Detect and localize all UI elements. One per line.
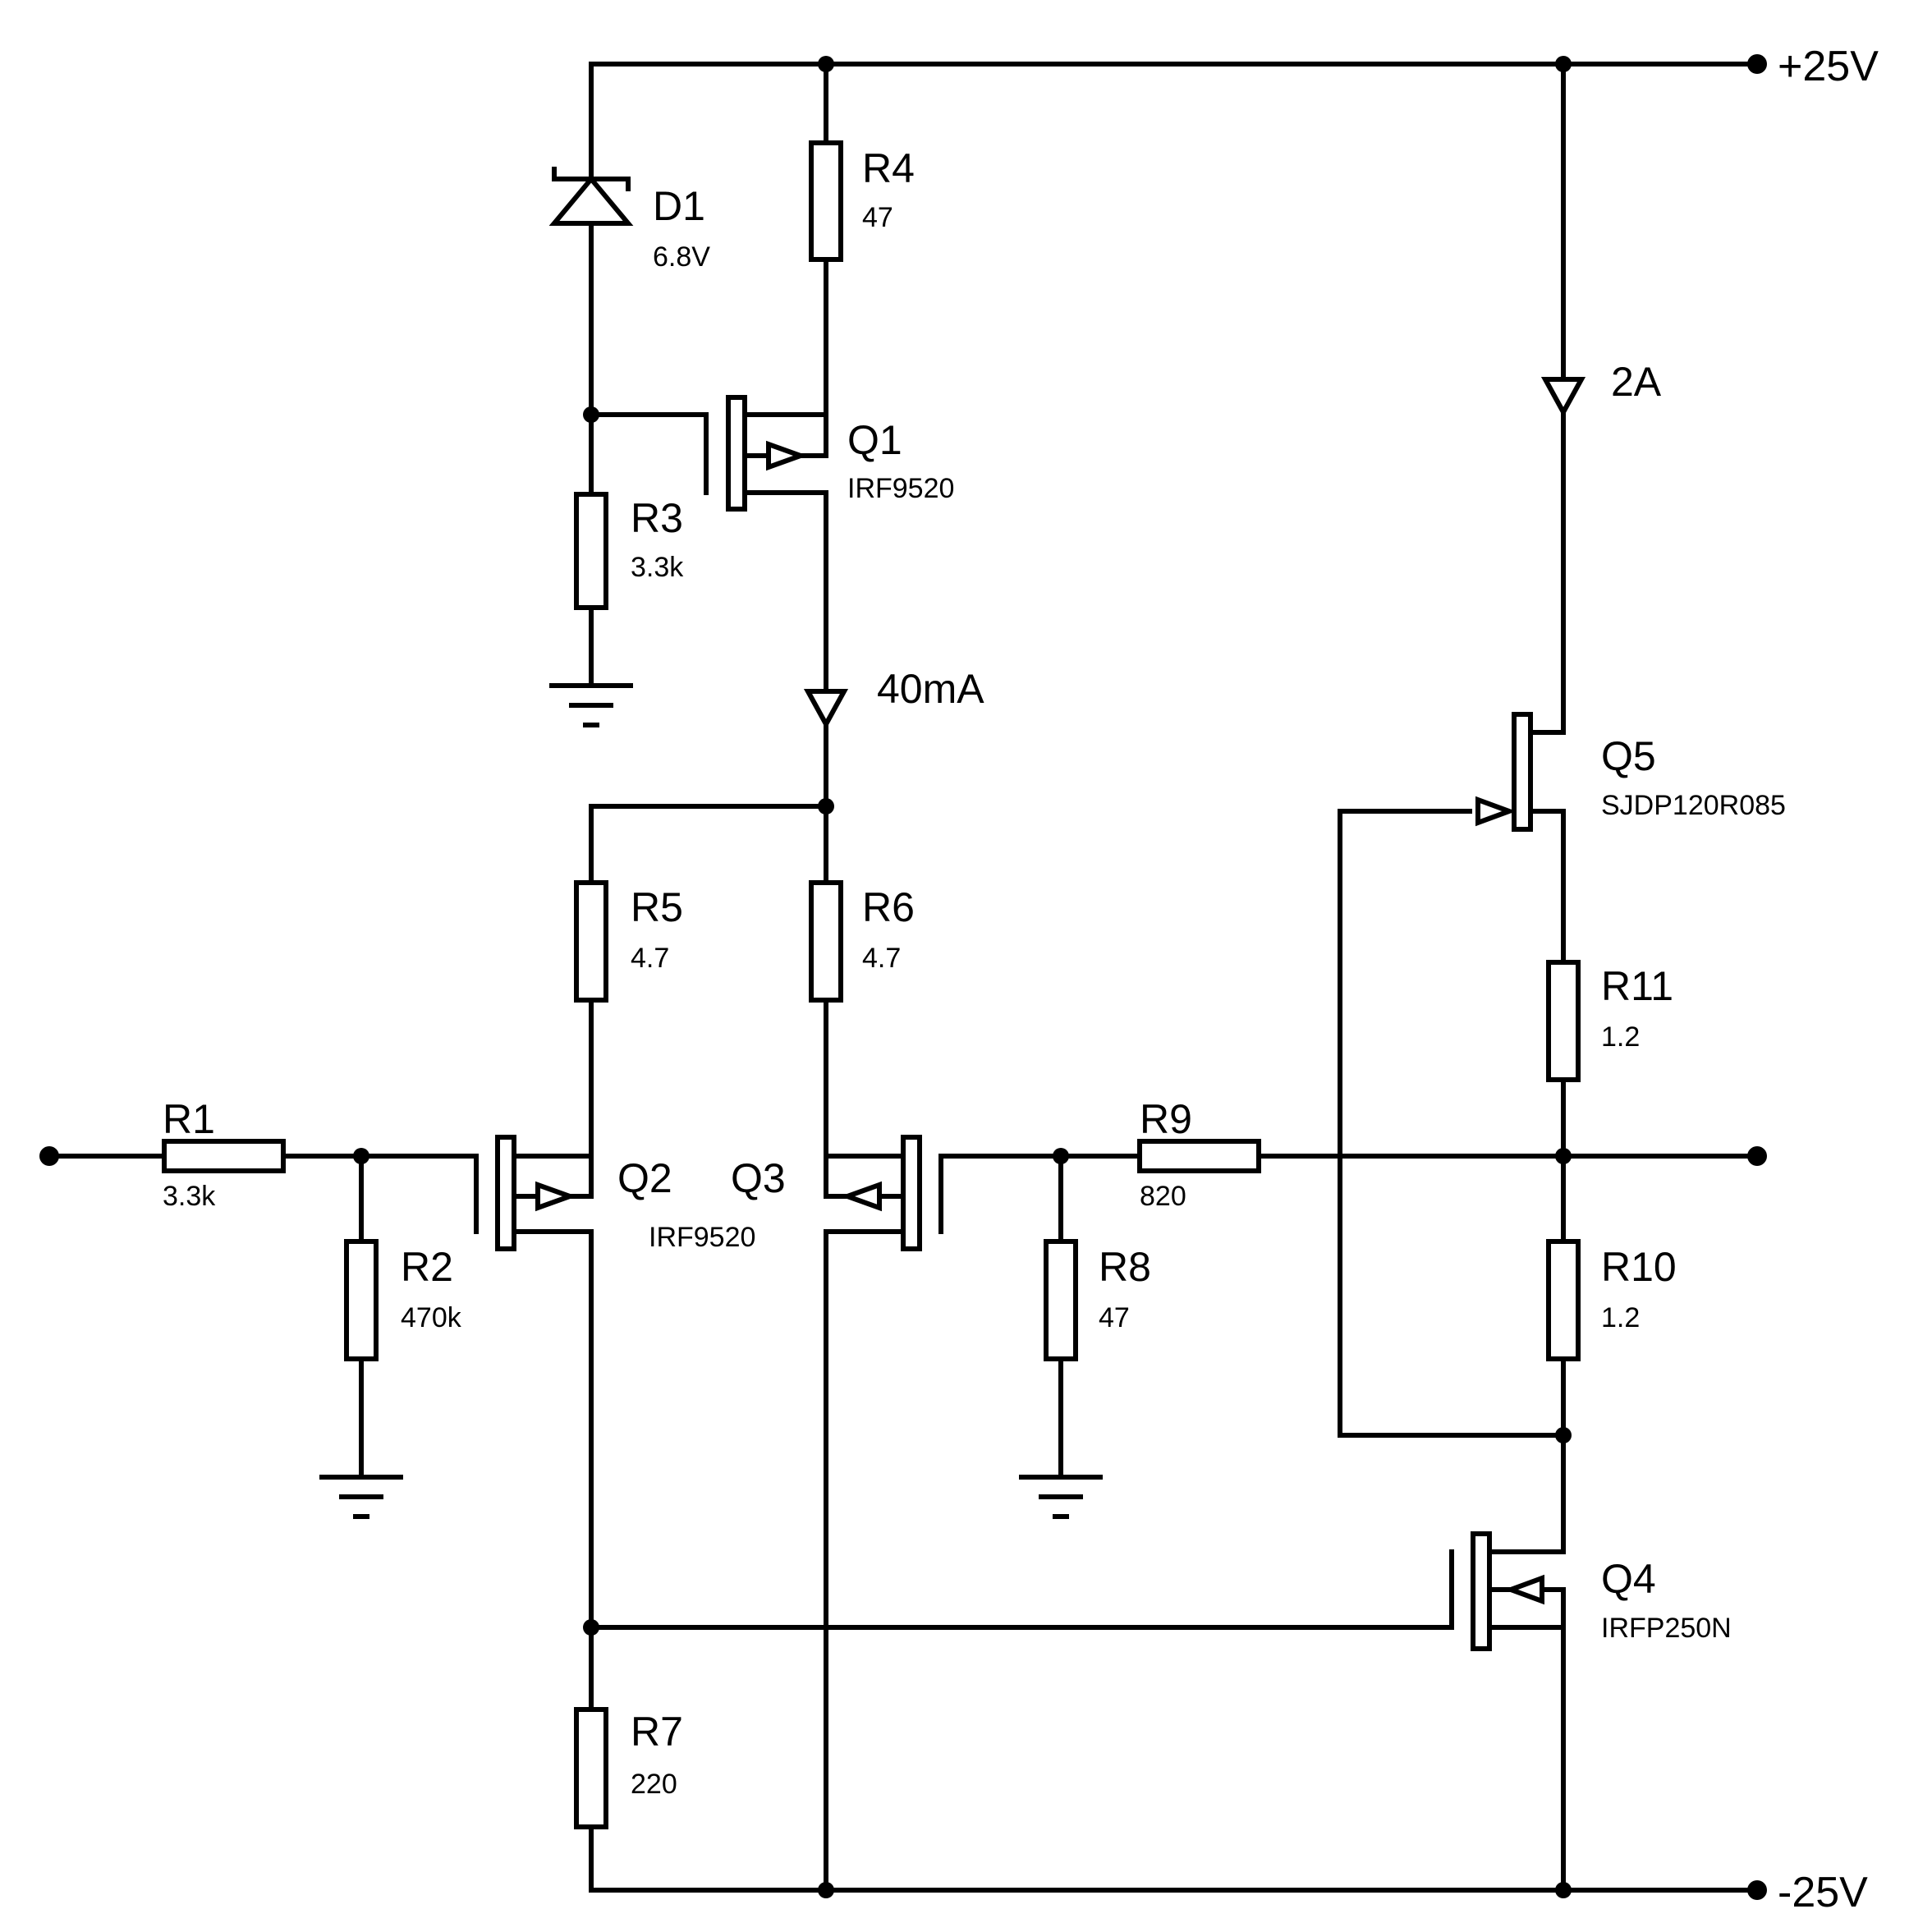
r4-value: 47: [862, 202, 893, 233]
q4-ref: Q4: [1601, 1556, 1656, 1602]
mosfet-q2: Q2: [474, 1135, 672, 1251]
resistor-r6: R6 4.7: [809, 804, 915, 1159]
resistor-r3: R3 3.3k: [574, 412, 684, 686]
r1-ref: R1: [163, 1096, 215, 1142]
q4-value: IRFP250N: [1601, 1613, 1732, 1644]
r3-ref: R3: [631, 495, 683, 541]
r6-ref: R6: [862, 884, 915, 930]
r6-value: 4.7: [862, 943, 901, 974]
r2-ref: R2: [401, 1244, 453, 1290]
d1-value: 6.8V: [653, 241, 710, 273]
resistor-r10: R10 1.2: [1546, 1154, 1677, 1554]
r9-value: 820: [1140, 1181, 1186, 1212]
resistor-r4: R4 47: [809, 62, 915, 417]
resistor-r2: R2 470k: [344, 1154, 462, 1477]
negative-rail-label: -25V: [1778, 1869, 1868, 1916]
q5-ref: Q5: [1601, 733, 1656, 779]
mosfet-q5: Q5 SJDP120R085: [1338, 712, 1786, 832]
positive-rail-terminal[interactable]: [1747, 54, 1767, 74]
r3-value: 3.3k: [631, 552, 684, 583]
resistor-r5: R5 4.7: [574, 804, 683, 1159]
zener-d1: D1 6.8V: [548, 62, 710, 417]
positive-rail-label: +25V: [1778, 43, 1879, 90]
negative-rail-terminal[interactable]: [1747, 1880, 1767, 1900]
r11-ref: R11: [1601, 963, 1673, 1009]
r2-value: 470k: [401, 1302, 462, 1333]
ground-symbol: [549, 683, 633, 727]
resistor-r1: R1 3.3k: [47, 1096, 479, 1212]
r10-ref: R10: [1601, 1244, 1677, 1290]
r9-ref: R9: [1140, 1096, 1192, 1142]
r10-value: 1.2: [1601, 1302, 1640, 1333]
q3-ref: Q3: [731, 1155, 786, 1201]
q1-ref: Q1: [847, 417, 902, 463]
r8-ref: R8: [1099, 1244, 1151, 1290]
r5-ref: R5: [631, 884, 683, 930]
r1-value: 3.3k: [163, 1181, 216, 1212]
ground-symbol: [1019, 1475, 1103, 1519]
current-arrow-40ma: 40mA: [803, 490, 984, 809]
q5-drain-current: 2A: [1611, 359, 1662, 405]
r4-ref: R4: [862, 145, 915, 191]
resistor-r7: R7 220: [574, 1707, 683, 1893]
q5-value: SJDP120R085: [1601, 790, 1786, 821]
q2-q3-part-value: IRF9520: [649, 1222, 755, 1253]
q2-ref: Q2: [617, 1155, 672, 1201]
junction-dot: [1555, 1427, 1572, 1443]
positive-rail: +25V: [589, 43, 1879, 90]
current-arrow-2a: 2A: [1540, 62, 1662, 735]
r8-value: 47: [1099, 1302, 1130, 1333]
q1-drain-current: 40mA: [877, 666, 984, 712]
resistor-r11: R11 1.2: [1546, 809, 1673, 1159]
r11-value: 1.2: [1601, 1021, 1640, 1053]
mosfet-q3: Q3: [731, 1135, 1063, 1251]
resistor-r9: R9 820: [1058, 1096, 1760, 1212]
output-terminal[interactable]: [1747, 1146, 1767, 1166]
negative-rail: -25V: [589, 1869, 1868, 1916]
d1-ref: D1: [653, 183, 705, 229]
ground-symbol: [319, 1475, 403, 1519]
r7-value: 220: [631, 1769, 677, 1800]
r7-ref: R7: [631, 1709, 683, 1755]
q1-value: IRF9520: [847, 473, 954, 504]
mosfet-q4: Q4 IRFP250N: [589, 1531, 1732, 1893]
mosfet-q1: Q1 IRF9520: [589, 395, 954, 512]
resistor-r8: R8 47: [1044, 1154, 1151, 1477]
r5-value: 4.7: [631, 943, 669, 974]
